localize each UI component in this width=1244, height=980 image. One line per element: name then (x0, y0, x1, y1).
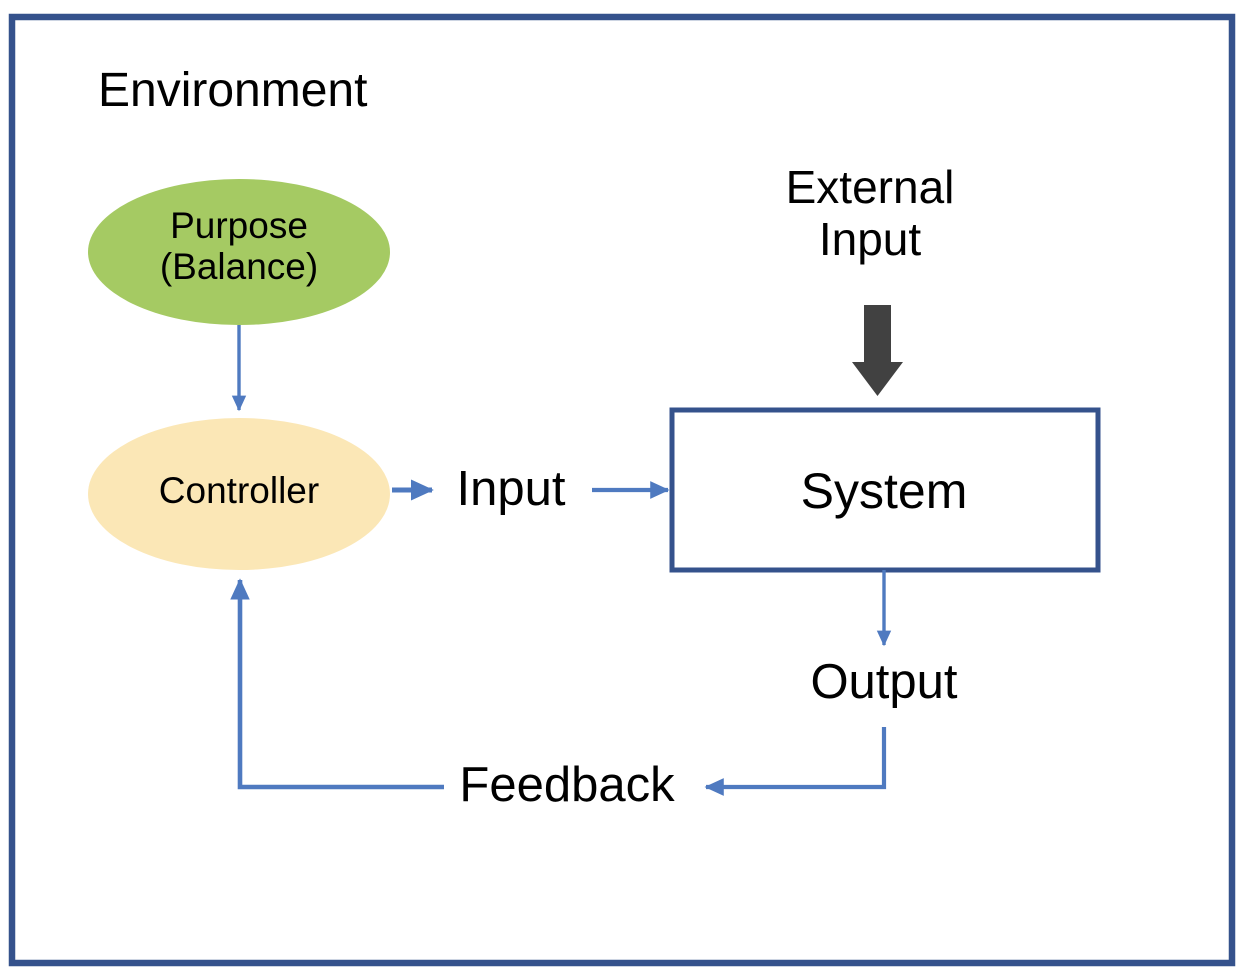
edge-external-input-block-arrow (852, 305, 903, 396)
controller-ellipse[interactable] (88, 418, 390, 570)
edge-output-to-feedback (704, 727, 887, 796)
edge-feedback-to-controller (230, 578, 444, 790)
purpose-ellipse[interactable] (88, 179, 390, 325)
system-box[interactable] (669, 407, 1101, 573)
